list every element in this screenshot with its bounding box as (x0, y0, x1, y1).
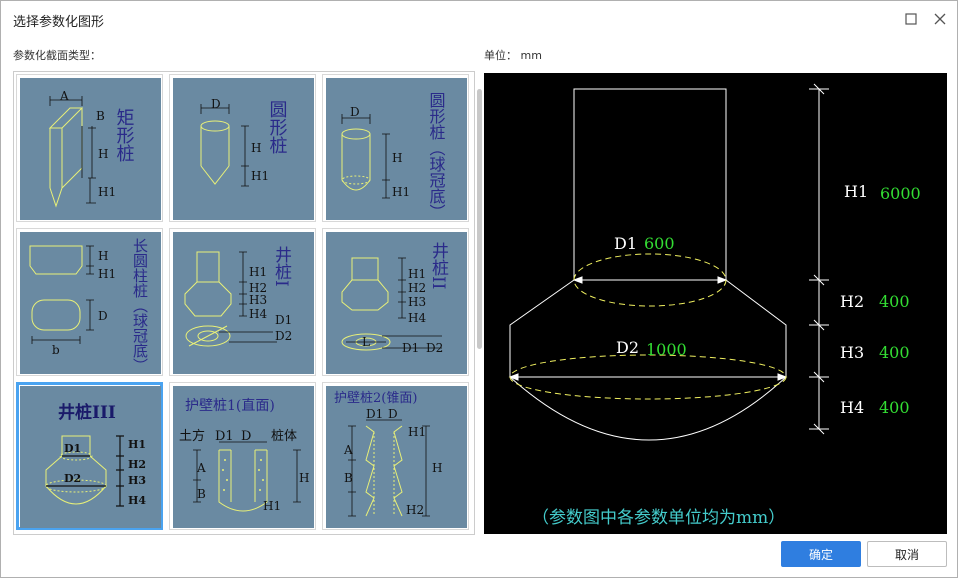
param-D1-value: 600 (644, 234, 675, 253)
tile5-title: 井桩II (428, 242, 449, 289)
tile4-title: 井桩I (271, 246, 292, 287)
tile3-title: 长圆柱桩（球冠底） (131, 238, 149, 373)
dashed-ellipses (509, 253, 787, 400)
tile1-text-H1: H1 (251, 169, 269, 183)
tile6-text-H4: H4 (128, 494, 146, 507)
tile4-text-H2: H2 (249, 281, 267, 295)
dimension-line (809, 83, 829, 435)
title-bar: 选择参数化图形 (1, 1, 957, 37)
shape-gallery: A B H H1 矩形桩 D H (13, 71, 475, 535)
close-button[interactable] (928, 7, 952, 31)
tile7-text-D: D (241, 429, 251, 444)
tile8-text-H2: H2 (406, 503, 424, 517)
param-H4-name: H4 (840, 398, 864, 417)
cancel-button[interactable]: 取消 (867, 541, 947, 567)
tile5-text-L: L (362, 335, 370, 349)
tile6-title: 井桩III (58, 402, 116, 423)
param-H1-name: H1 (844, 182, 868, 201)
param-H3-value: 400 (879, 343, 910, 362)
tile1-text-D: D (211, 97, 221, 111)
param-D2-name: D2 (616, 338, 639, 357)
tile6-text-H1: H1 (128, 438, 146, 451)
shape-tile-well-pile-1[interactable]: H1 H2 H3 H4 D1 D2 井桩I (169, 228, 316, 376)
tile3-text-H: H (98, 249, 108, 263)
tile3-text-D: D (98, 309, 108, 323)
tile7-text-H1: H1 (263, 499, 281, 513)
shape-tile-round-pile-dome[interactable]: D H H1 圆形桩（球冠底） (322, 74, 469, 222)
unit-label: 单位： mm (484, 49, 542, 62)
tile5-text-H2: H2 (408, 281, 426, 295)
tile2-text-D: D (350, 105, 360, 119)
param-H3-name: H3 (840, 343, 864, 362)
tile6-text-D1: D1 (64, 442, 81, 455)
shape-tile-rect-pile[interactable]: A B H H1 矩形桩 (16, 74, 163, 222)
tile3-text-b: b (52, 343, 60, 357)
tile8-text-D: D (388, 407, 398, 421)
gallery-scrollbar[interactable] (475, 73, 483, 531)
param-H2-value: 400 (879, 292, 910, 311)
tile1-text-H: H (251, 141, 261, 155)
param-H4-value: 400 (879, 398, 910, 417)
tile2-text-H: H (392, 151, 402, 165)
maximize-icon (905, 13, 917, 25)
section-type-label: 参数化截面类型： (13, 49, 101, 62)
param-H1-value: 6000 (880, 184, 921, 203)
tile8-text-H: H (432, 461, 442, 475)
ok-button[interactable]: 确定 (781, 541, 861, 567)
tile7-title: 护壁桩1(直面) (185, 397, 275, 414)
tile7-text-H: H (299, 471, 309, 485)
tile4-text-H1: H1 (249, 265, 267, 279)
tile3-text-H1: H1 (98, 267, 116, 281)
tile8-text-H1: H1 (408, 425, 426, 439)
shape-tile-well-pile-3[interactable]: 井桩III D1 D2 H1 H2 H3 H4 (16, 382, 163, 530)
close-icon (934, 13, 946, 25)
shape-tile-long-round-pile[interactable]: H H1 D b 长圆柱桩（球冠底） (16, 228, 163, 376)
tile5-text-H4: H4 (408, 311, 426, 325)
unit-note: （参数图中各参数单位均为mm） (532, 508, 785, 528)
param-D2-value: 1000 (646, 340, 687, 359)
scrollbar-thumb[interactable] (477, 89, 482, 349)
tile2-text-H1: H1 (392, 185, 410, 199)
tile0-title: 矩形桩 (114, 108, 135, 162)
param-H2-name: H2 (840, 292, 864, 311)
tile5-text-D1: D1 (402, 341, 419, 355)
dialog-title: 选择参数化图形 (13, 15, 105, 30)
tile7-text-A: A (196, 461, 206, 475)
shape-tile-retaining-pile-1[interactable]: 护壁桩1(直面) 土方 D1 D 桩体 (169, 382, 316, 530)
tile5-text-H3: H3 (408, 295, 426, 309)
tile7-text-earth: 土方 (179, 428, 205, 444)
tile6-text-H3: H3 (128, 474, 146, 487)
tile5-text-D2: D2 (426, 341, 443, 355)
tile7-text-D1: D1 (215, 429, 234, 444)
tile4-text-H4: H4 (249, 307, 267, 321)
tile0-text-H: H (98, 147, 108, 161)
tile0-text-H1: H1 (98, 185, 116, 199)
tile8-text-B: B (344, 471, 353, 485)
tile8-title: 护壁桩2(锥面) (334, 391, 417, 406)
shape-tile-retaining-pile-2[interactable]: 护壁桩2(锥面) D1 D A B H1 H H2 (322, 382, 469, 530)
tile7-text-B: B (197, 487, 206, 501)
tile4-text-H3: H3 (249, 293, 267, 307)
tile8-text-A: A (343, 443, 353, 457)
parameter-preview: H1 6000 H2 400 H3 400 H4 400 D1 600 D2 1… (484, 73, 947, 534)
param-D1-name: D1 (614, 234, 637, 253)
tile4-text-D2: D2 (275, 329, 292, 343)
tile6-text-D2: D2 (64, 472, 81, 485)
tile1-title: 圆形桩 (267, 100, 288, 154)
tile5-text-H1: H1 (408, 267, 426, 281)
tile8-text-D1: D1 (366, 407, 383, 421)
tile4-text-D1: D1 (275, 313, 292, 327)
maximize-button[interactable] (899, 7, 923, 31)
tile6-text-H2: H2 (128, 458, 146, 471)
tile2-title: 圆形桩（球冠底） (427, 92, 446, 220)
shape-tile-round-pile[interactable]: D H H1 圆形桩 (169, 74, 316, 222)
tile7-text-body: 桩体 (271, 429, 297, 444)
tile0-text-B: B (96, 109, 105, 123)
tile0-text-A: A (59, 89, 69, 103)
shape-tile-well-pile-2[interactable]: H1 H2 H3 H4 L D1 D2 井桩II (322, 228, 469, 376)
